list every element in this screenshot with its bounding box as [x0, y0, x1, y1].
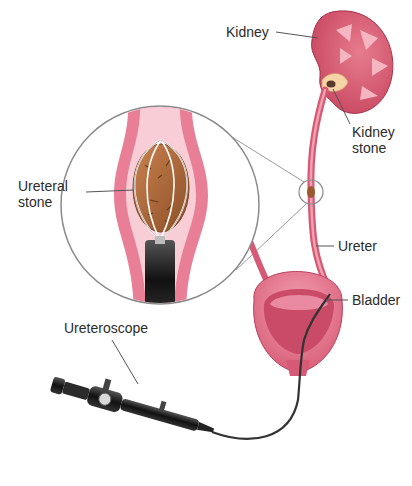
- stone-basket-edge: [135, 140, 188, 240]
- kidney-pyramids: [336, 24, 388, 100]
- stone-label: Kidney stone: [352, 124, 402, 156]
- scope-neck: [62, 382, 90, 401]
- basket-sheath: [155, 236, 165, 244]
- scope-port: [159, 401, 167, 412]
- organ-label: Kidney: [226, 24, 269, 40]
- bladder-outline: [254, 272, 343, 373]
- scope-body: [120, 398, 200, 432]
- zoom-content: [114, 100, 208, 320]
- instrument-label: Ureteroscope: [64, 320, 148, 336]
- zoom-marker: [299, 180, 323, 204]
- bladder-cavity: [264, 289, 334, 354]
- scope-tip: [197, 422, 215, 434]
- scope-cable: [212, 294, 330, 439]
- organ-label: Ureter: [338, 238, 377, 254]
- stone-label: Ureteral stone: [18, 178, 82, 210]
- leader-line: [326, 300, 348, 301]
- bladder-figure: [254, 272, 343, 377]
- scope-dial: [97, 392, 112, 407]
- ureteroscope-figure: [49, 365, 219, 440]
- leader-line: [333, 89, 350, 124]
- urethra: [286, 360, 310, 376]
- leader-line: [276, 32, 318, 38]
- scope-port: [102, 379, 111, 392]
- scope-tip-zoom: [145, 240, 175, 320]
- leader-line: [112, 340, 138, 384]
- stone-basket: [135, 140, 188, 240]
- organ-label: Bladder: [352, 292, 400, 308]
- kidney-stone-dot: [327, 81, 336, 88]
- leader-line: [316, 246, 334, 247]
- leader-line: [86, 190, 134, 192]
- ureter-stone-dot: [307, 186, 315, 198]
